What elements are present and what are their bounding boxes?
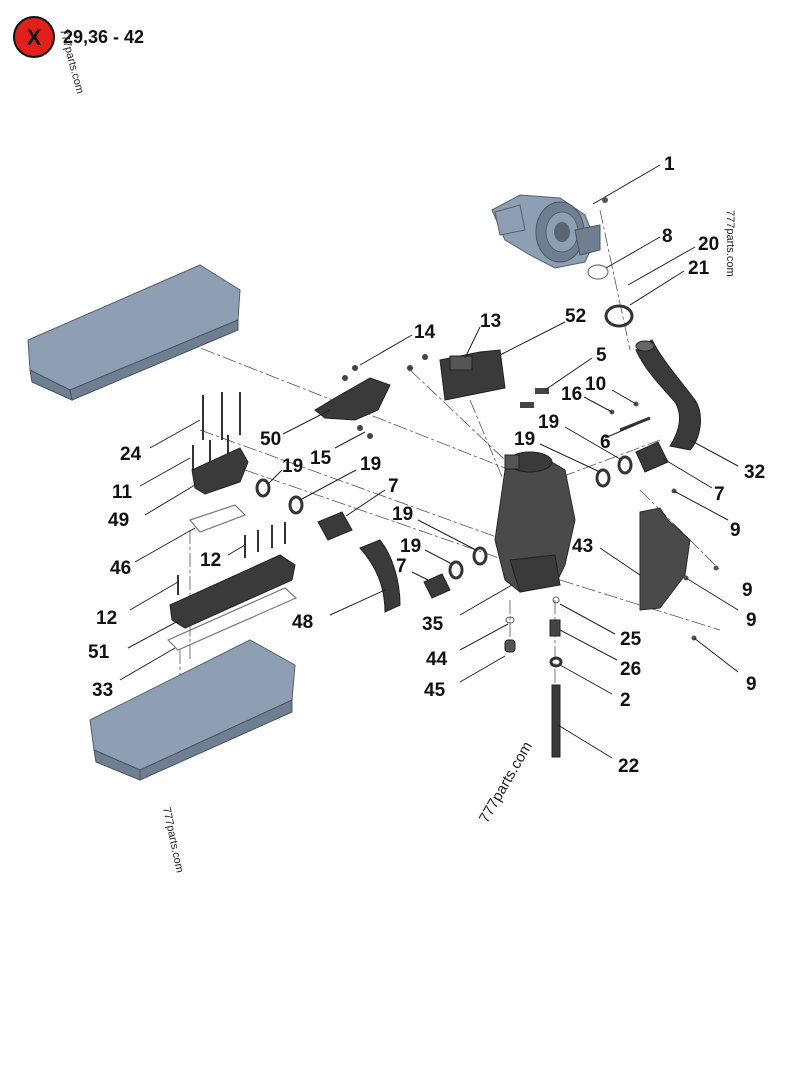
turbocharger-part [491, 194, 601, 269]
callout-24: 24 [120, 444, 142, 465]
manifold-gasket-part [166, 587, 298, 651]
watermark: 777parts.com [724, 210, 736, 277]
o-ring-part [587, 264, 609, 280]
callout-25: 25 [620, 629, 642, 650]
thermostat-housing-part [494, 451, 576, 593]
coupling-sleeve-part [635, 441, 669, 473]
callout-13: 13 [480, 311, 501, 332]
callout-19-f: 19 [400, 536, 421, 557]
callout-15: 15 [310, 448, 332, 469]
seal-ring-part [505, 616, 515, 624]
clip-part [549, 656, 563, 668]
callout-35: 35 [422, 614, 444, 635]
hose-clamp-part [595, 468, 611, 488]
dipstick-tube-part [551, 684, 561, 758]
callout-5: 5 [596, 345, 607, 366]
callout-9-c: 9 [746, 610, 757, 631]
coupling-sleeve-part [423, 573, 451, 599]
callout-45: 45 [424, 680, 446, 701]
cylinder-head-lower-part [89, 639, 296, 781]
callout-14: 14 [414, 322, 436, 343]
heat-shield-part [639, 507, 691, 611]
callout-52: 52 [565, 306, 586, 327]
callout-12-b: 12 [96, 608, 117, 629]
callout-1: 1 [664, 154, 675, 175]
callout-43: 43 [572, 536, 593, 557]
hose-clamp-part [448, 560, 464, 580]
callout-labels: 1 8 20 21 14 13 52 5 16 10 6 32 19 19 24… [88, 154, 765, 777]
callout-7-c: 7 [396, 556, 407, 577]
callout-7-a: 7 [388, 476, 399, 497]
callout-11: 11 [112, 482, 133, 503]
callout-9-b: 9 [742, 580, 753, 601]
callout-9-a: 9 [730, 520, 741, 541]
callout-19-e: 19 [392, 504, 413, 525]
support-bracket-part [314, 377, 391, 421]
callout-32: 32 [744, 462, 765, 483]
callout-7-b: 7 [714, 484, 725, 505]
elbow-housing-part [191, 447, 249, 495]
callout-49: 49 [108, 510, 129, 531]
note-badge: X 29,36 - 42 [13, 16, 144, 58]
callout-12-a: 12 [200, 550, 221, 571]
coupling-sleeve-part [317, 511, 353, 541]
callout-50: 50 [260, 429, 281, 450]
callout-2: 2 [620, 690, 631, 711]
watermark: 777parts.com [160, 806, 186, 874]
watermark: 777parts.com [476, 739, 536, 826]
callout-46: 46 [110, 558, 131, 579]
callout-19-a: 19 [538, 412, 559, 433]
callout-20: 20 [698, 234, 719, 255]
callout-10: 10 [585, 374, 606, 395]
callout-44: 44 [426, 649, 448, 670]
hose-clamp-part [472, 546, 488, 566]
gasket-part [188, 504, 247, 533]
callout-48: 48 [292, 612, 313, 633]
plug-part [504, 639, 516, 653]
callout-16: 16 [561, 384, 582, 405]
callout-6: 6 [600, 432, 611, 453]
callout-19-b: 19 [514, 429, 535, 450]
callout-21: 21 [688, 258, 710, 279]
hose-clamp-part [255, 478, 271, 498]
sensor-part [549, 619, 561, 637]
callout-19-d: 19 [360, 454, 381, 475]
exhaust-manifold-part [169, 554, 296, 629]
cylinder-head-upper-part [27, 264, 241, 401]
exhaust-pipe-part [635, 339, 701, 451]
callout-8: 8 [662, 226, 673, 247]
callout-9-d: 9 [746, 674, 757, 695]
x-circle-icon [13, 16, 55, 58]
callout-26: 26 [620, 659, 641, 680]
x-glyph: X [27, 25, 42, 50]
v-band-clamp-part [604, 304, 634, 328]
stud-part [177, 522, 286, 595]
hose-clamp-part [617, 455, 633, 475]
callout-51: 51 [88, 642, 110, 663]
note-text: 29,36 - 42 [63, 27, 144, 47]
callout-33: 33 [92, 680, 113, 701]
hose-clamp-part [288, 495, 304, 515]
callout-22: 22 [618, 756, 639, 777]
callout-19-c: 19 [282, 456, 303, 477]
water-hose-part [359, 539, 401, 613]
